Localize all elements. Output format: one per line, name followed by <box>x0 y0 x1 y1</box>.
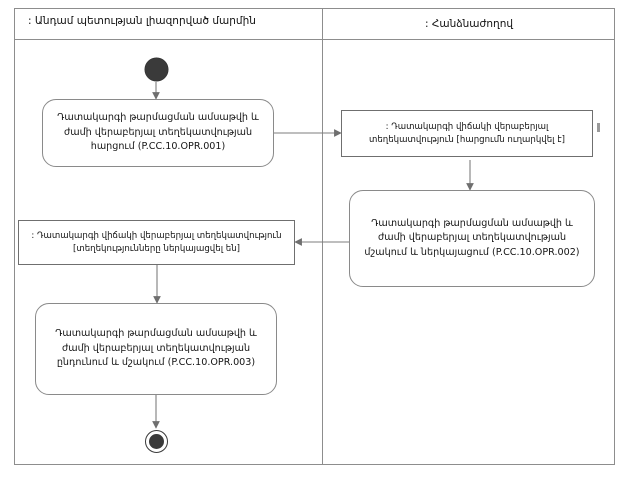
initial-node <box>145 58 168 81</box>
swimlane-title-member-state-authority: : Անդամ պետության լիազորված մարմին <box>28 15 256 27</box>
activity-receive-and-process-label: Դատակարգի թարմացման ամսաթվի և ժամի վերաբ… <box>55 328 257 369</box>
object-node-request-sent[interactable]: : Դատակարգի վիճակի վերաբերյալ տեղեկատվու… <box>341 110 593 157</box>
final-node <box>145 430 168 453</box>
swimlane-header-rule-right <box>323 39 615 40</box>
object-node-request-sent-label: : Դատակարգի վիճակի վերաբերյալ տեղեկատվու… <box>368 121 566 145</box>
swimlane-header-rule-left <box>14 39 322 40</box>
activity-process-and-present[interactable]: Դատակարգի թարմացման ամսաթվի և ժամի վերաբ… <box>349 190 595 287</box>
swimlane-title-commission: : Հանձնաժողով <box>424 18 514 30</box>
activity-receive-and-process[interactable]: Դատակարգի թարմացման ամսաթվի և ժամի վերաբ… <box>35 303 277 395</box>
activity-process-and-present-label: Դատակարգի թարմացման ամսաթվի և ժամի վերաբ… <box>364 217 580 258</box>
stray-mark <box>597 123 600 132</box>
activity-request-info-label: Դատակարգի թարմացման ամսաթվի և ժամի վերաբ… <box>57 112 259 153</box>
object-node-info-presented[interactable]: : Դատակարգի վիճակի վերաբերյալ տեղեկատվու… <box>18 220 295 265</box>
object-node-info-presented-label: : Դատակարգի վիճակի վերաբերյալ տեղեկատվու… <box>31 230 282 254</box>
activity-request-info[interactable]: Դատակարգի թարմացման ամսաթվի և ժամի վերաբ… <box>42 99 274 167</box>
swimlane-divider <box>322 8 323 465</box>
